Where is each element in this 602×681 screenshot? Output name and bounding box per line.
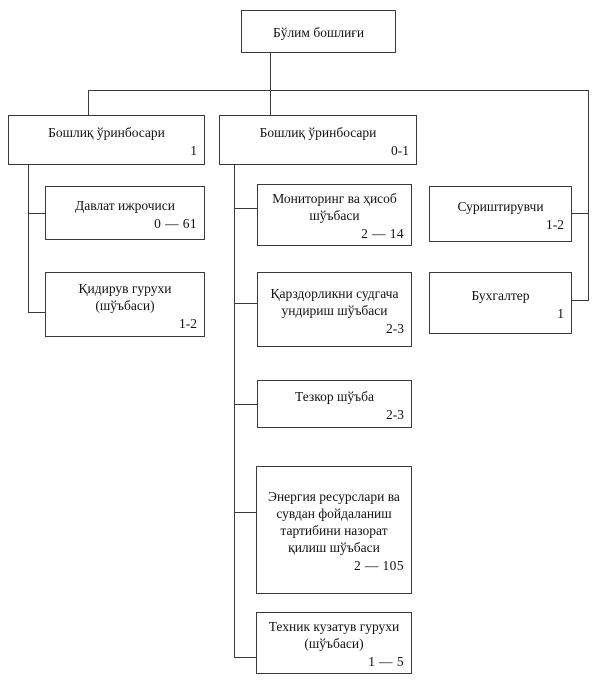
node-deputy-left-count: 1 <box>190 142 197 158</box>
connector-stub-accountant <box>572 300 589 301</box>
node-inquirer-title: Суриштирувчи <box>457 198 544 214</box>
node-deputy-middle-title: Бошлиқ ўринбосари <box>259 124 377 140</box>
node-search-group[interactable]: Қидирув гурухи (шўъбаси) 1-2 <box>45 272 205 337</box>
node-energy-water-dept-count: 2 — 105 <box>353 558 404 573</box>
node-accountant[interactable]: Бухгалтер 1 <box>429 272 572 334</box>
connector-root-stem <box>270 52 271 90</box>
node-energy-water-dept-title: Энергия ресурслари ва сувдан фойдаланиш … <box>268 489 400 555</box>
node-search-group-title: Қидирув гурухи (шўъбаси) <box>78 280 172 313</box>
connector-stub-state-executor <box>28 213 45 214</box>
node-pre-court-debt-dept-count: 2-3 <box>386 320 404 336</box>
node-pre-court-debt-dept-title: Қарздорликни судгача ундириш шўъбаси <box>270 285 399 318</box>
connector-stub-rapid <box>234 404 257 405</box>
connector-right-rail <box>588 90 589 300</box>
node-search-group-count: 1-2 <box>179 315 197 331</box>
node-inquirer[interactable]: Суриштирувчи 1-2 <box>429 186 572 242</box>
node-technical-surveillance-group[interactable]: Техник кузатув гурухи (шўъбаси) 1 — 5 <box>256 612 412 674</box>
node-technical-surveillance-group-title: Техник кузатув гурухи (шўъбаси) <box>268 619 400 651</box>
node-rapid-dept-count: 2-3 <box>386 406 404 422</box>
node-deputy-middle-count: 0-1 <box>391 142 409 158</box>
connector-bus-to-deputy-left <box>88 90 89 115</box>
node-rapid-dept-title: Тезкор шўъба <box>295 388 374 404</box>
node-state-executor-title: Давлат ижрочиси <box>75 197 175 213</box>
node-deputy-left[interactable]: Бошлиқ ўринбосари 1 <box>8 115 205 165</box>
connector-stub-pre-court-debt <box>234 303 257 304</box>
node-state-executor-count: 0 — 61 <box>154 215 197 231</box>
node-state-executor[interactable]: Давлат ижрочиси 0 — 61 <box>45 186 205 240</box>
node-monitoring-dept-count: 2 — 14 <box>361 226 404 241</box>
node-deputy-left-title: Бошлиқ ўринбосари <box>48 124 165 140</box>
node-monitoring-dept[interactable]: Мониторинг ва ҳисоб шўъбаси 2 — 14 <box>257 184 412 246</box>
node-monitoring-dept-title: Мониторинг ва ҳисоб шўъбаси <box>272 191 397 223</box>
node-inquirer-count: 1-2 <box>546 216 564 232</box>
node-root[interactable]: Бўлим бошлиғи <box>241 10 396 53</box>
node-technical-surveillance-group-count: 1 — 5 <box>368 654 404 669</box>
connector-stub-search-group <box>28 312 45 313</box>
node-pre-court-debt-dept[interactable]: Қарздорликни судгача ундириш шўъбаси 2-3 <box>257 272 412 347</box>
connector-stub-technical-surveillance <box>234 657 257 658</box>
connector-main-bus <box>88 90 588 91</box>
node-rapid-dept[interactable]: Тезкор шўъба 2-3 <box>257 380 412 428</box>
node-accountant-title: Бухгалтер <box>471 287 530 303</box>
node-accountant-count: 1 <box>557 305 564 321</box>
connector-stub-monitoring <box>234 208 257 209</box>
node-root-title: Бўлим бошлиғи <box>272 24 365 40</box>
connector-stub-inquirer <box>572 213 589 214</box>
connector-middle-rail <box>234 165 235 657</box>
connector-bus-to-deputy-middle <box>270 90 271 115</box>
connector-stub-energy-water <box>234 512 257 513</box>
connector-left-rail <box>28 165 29 312</box>
node-energy-water-dept[interactable]: Энергия ресурслари ва сувдан фойдаланиш … <box>256 466 412 594</box>
node-deputy-middle[interactable]: Бошлиқ ўринбосари 0-1 <box>219 115 417 165</box>
